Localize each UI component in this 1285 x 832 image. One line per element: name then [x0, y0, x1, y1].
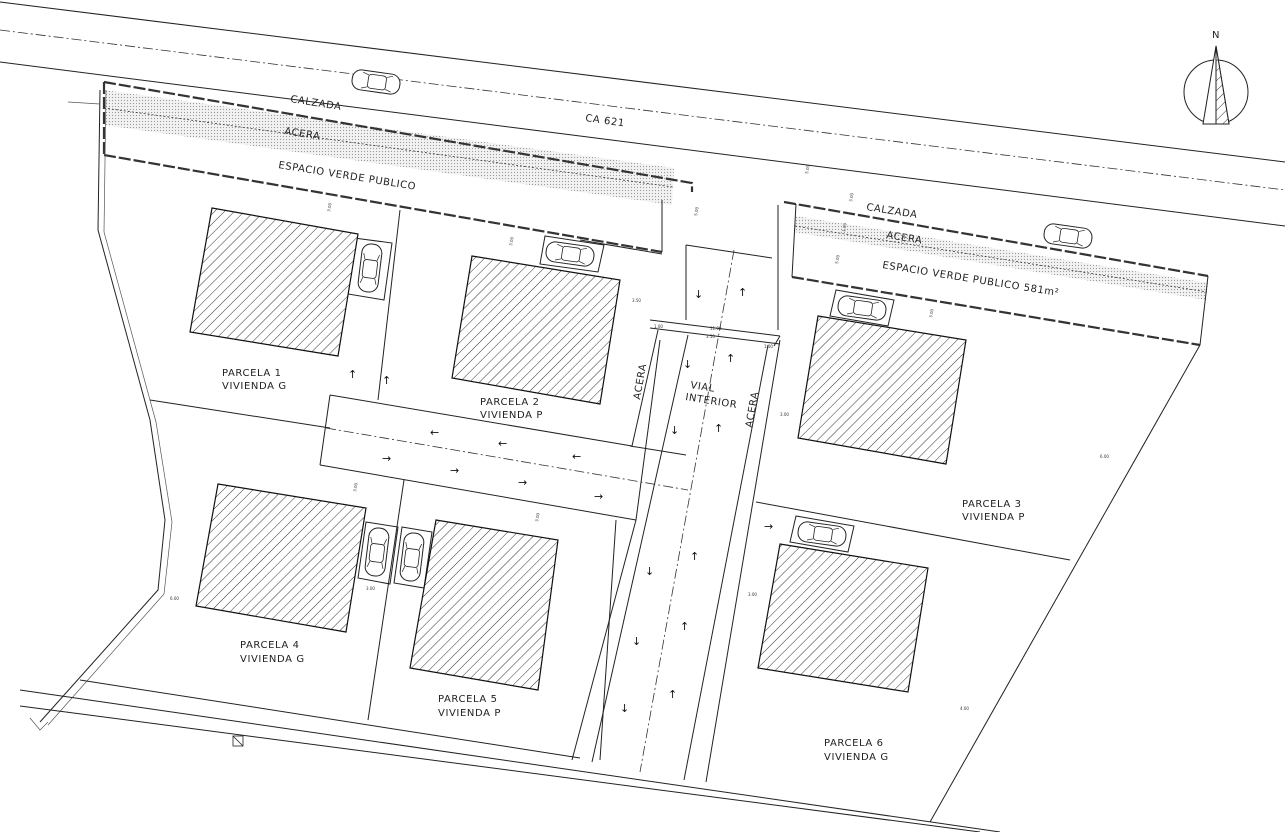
parcel-name: PARCELA 4 — [240, 640, 300, 651]
arrow-down-icon: ↓ — [645, 565, 654, 578]
house-parcela-1 — [189, 207, 359, 357]
car-icon — [363, 526, 391, 578]
dimension-label: 1.00 — [841, 222, 848, 232]
arrow-up-icon: ↑ — [348, 368, 357, 381]
north-label: N — [1212, 30, 1220, 41]
house-parcela-2 — [451, 255, 621, 405]
arrow-left-icon: ← — [572, 450, 581, 463]
car-icon — [796, 520, 848, 548]
vial-label-line1: VIAL — [690, 380, 716, 395]
parcel-type: VIVIENDA G — [240, 654, 305, 665]
dimension-label: 3.00 — [928, 308, 935, 318]
car-icon — [544, 240, 596, 268]
house-parcela-5 — [409, 519, 559, 691]
parcel-type: VIVIENDA P — [962, 512, 1025, 523]
traffic-arrows: ↓ ↑ ↓ ↑ ↓ ↑ ↑ ↑ ← ← ← → → → → ↓ ↑ ↓ ↑ ↓ … — [348, 286, 773, 715]
dimension-label: 11.00 — [710, 326, 722, 331]
house-parcela-3 — [797, 315, 967, 465]
car-icon — [350, 68, 402, 96]
houses — [189, 207, 967, 693]
arrow-down-icon: ↓ — [670, 424, 679, 437]
arrow-left-icon: ← — [498, 437, 507, 450]
parcel-name: PARCELA 2 — [480, 397, 540, 408]
parcel-labels: PARCELA 1 VIVIENDA G PARCELA 2 VIVIENDA … — [222, 368, 1025, 763]
arrow-right-icon: → — [594, 490, 603, 503]
arrow-right-icon: → — [382, 452, 391, 465]
survey-marker-icon — [232, 735, 244, 747]
dimension-label: 5.00 — [804, 164, 811, 174]
dimension-labels: 3.00 3.00 3.50 5.00 1.00 11.00 3.50 1.00… — [170, 164, 1109, 711]
dimension-label: 5.00 — [834, 254, 841, 264]
car-icon — [1042, 222, 1094, 250]
acera-label-interior-right: ACERA — [744, 391, 761, 429]
parcel-type: VIVIENDA P — [480, 410, 543, 421]
arrow-right-icon: → — [450, 464, 459, 477]
dimension-label: 3.50 — [632, 298, 641, 303]
dimension-label: 3.00 — [366, 586, 375, 591]
north-arrow: N — [1183, 30, 1249, 125]
dimension-label: 6.00 — [170, 596, 179, 601]
dimension-label: 3.00 — [780, 412, 789, 417]
dimension-label: 1.00 — [654, 324, 663, 329]
arrow-down-icon: ↓ — [683, 358, 692, 371]
dimension-label: 4.00 — [960, 706, 969, 711]
parcel-dividers — [149, 209, 1071, 721]
arrow-down-icon: ↓ — [620, 702, 629, 715]
car-icon — [356, 242, 384, 294]
dimension-label: 5.00 — [693, 206, 700, 216]
arrow-up-icon: ↑ — [714, 422, 723, 435]
vial-label-line2: INTERIOR — [685, 392, 738, 411]
parcel-name: PARCELA 5 — [438, 694, 498, 705]
arrow-down-icon: ↓ — [632, 635, 641, 648]
arrow-up-icon: ↑ — [690, 550, 699, 563]
arrow-right-icon: → — [764, 520, 773, 533]
dimension-label: 3.50 — [706, 334, 715, 339]
parcel-type: VIVIENDA P — [438, 708, 501, 719]
dimension-label: 3.00 — [534, 512, 541, 522]
parcel-type: VIVIENDA G — [222, 381, 287, 392]
dimension-label: 3.00 — [748, 592, 757, 597]
dimension-label: 1.00 — [764, 344, 773, 349]
dimension-label: 6.00 — [1100, 454, 1109, 459]
road-name: CA 621 — [585, 113, 626, 129]
calzada-label-left: CALZADA — [290, 94, 343, 113]
arrow-left-icon: ← — [430, 426, 439, 439]
arrow-up-icon: ↑ — [680, 620, 689, 633]
dimension-label: 3.00 — [848, 192, 855, 202]
arrow-up-icon: ↑ — [382, 374, 391, 387]
main-road: CA 621 — [0, 1, 1285, 250]
house-parcela-4 — [195, 483, 367, 633]
parcel-type: VIVIENDA G — [824, 752, 889, 763]
parcel-name: PARCELA 1 — [222, 368, 282, 379]
parcel-name: PARCELA 3 — [962, 499, 1022, 510]
arrow-up-icon: ↑ — [738, 286, 747, 299]
car-icon — [398, 531, 426, 583]
car-icon — [836, 294, 888, 322]
dimension-label: 3.00 — [508, 236, 515, 246]
arrow-right-icon: → — [518, 476, 527, 489]
plot-outline — [19, 89, 1201, 832]
house-parcela-6 — [757, 543, 929, 693]
dimension-label: 3.00 — [352, 482, 359, 492]
arrow-up-icon: ↑ — [668, 688, 677, 701]
dimension-label: 3.00 — [326, 202, 333, 212]
arrow-down-icon: ↓ — [694, 288, 703, 301]
arrow-up-icon: ↑ — [726, 352, 735, 365]
parcel-name: PARCELA 6 — [824, 738, 884, 749]
